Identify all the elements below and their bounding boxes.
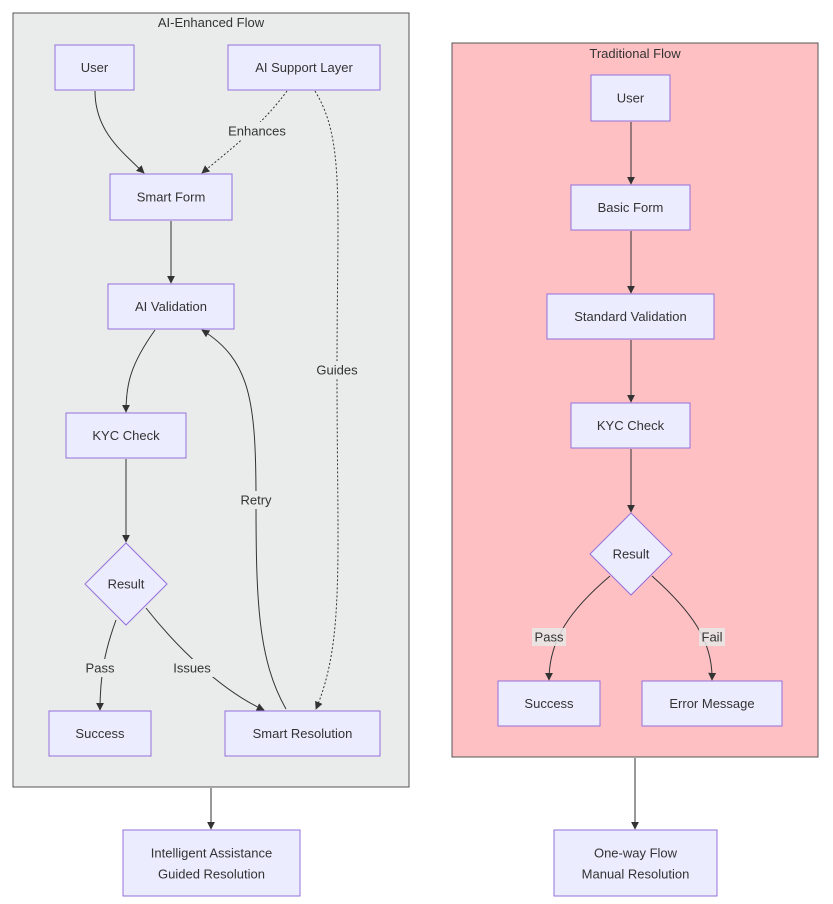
node-ai-success-label: Success: [75, 726, 125, 741]
node-ai-result-label: Result: [108, 577, 145, 592]
traditional-edges: [545, 122, 717, 830]
node-trad-success[interactable]: Success: [497, 680, 601, 727]
edge-label-trad-fail-text: Fail: [702, 630, 723, 645]
edge-label-guides-text: Guides: [316, 363, 358, 378]
node-ai-result[interactable]: Result: [84, 542, 168, 626]
node-ai-smart-resolution[interactable]: Smart Resolution: [224, 710, 381, 757]
node-ai-validation-label: AI Validation: [135, 299, 207, 314]
node-ai-validation[interactable]: AI Validation: [107, 283, 235, 330]
edge-ai-validation-to-kyc: [122, 329, 156, 413]
node-ai-outcome-line1: Intelligent Assistance: [151, 846, 272, 861]
node-trad-error-message-label: Error Message: [669, 696, 754, 711]
node-ai-outcome[interactable]: Intelligent Assistance Guided Resolution: [122, 829, 301, 897]
node-trad-standard-validation-label: Standard Validation: [574, 309, 687, 324]
ai-enhanced-cluster: AI-Enhanced Flow: [12, 12, 410, 788]
traditional-nodes: User Basic Form Standard Validation KYC …: [497, 74, 783, 897]
traditional-cluster-title: Traditional Flow: [589, 46, 681, 61]
node-trad-outcome-line2: Manual Resolution: [582, 867, 690, 882]
edge-label-issues: Issues: [169, 659, 215, 677]
edge-label-issues-text: Issues: [173, 661, 211, 676]
node-trad-standard-validation[interactable]: Standard Validation: [546, 293, 715, 340]
edge-trad-result-to-success: [545, 575, 611, 681]
edge-label-trad-fail: Fail: [699, 628, 725, 646]
node-ai-outcome-line2: Guided Resolution: [158, 867, 265, 882]
node-trad-error-message[interactable]: Error Message: [641, 680, 783, 727]
edge-label-ai-pass-text: Pass: [86, 661, 115, 676]
edge-ai-support-to-smart-resolution: [314, 90, 339, 710]
node-trad-basic-form-label: Basic Form: [598, 200, 664, 215]
node-trad-user[interactable]: User: [590, 74, 671, 122]
node-trad-kyc-check-label: KYC Check: [597, 418, 665, 433]
traditional-edge-labels: Pass Fail: [532, 628, 725, 646]
node-ai-support-layer[interactable]: AI Support Layer: [227, 44, 381, 91]
edge-label-enhances-text: Enhances: [228, 124, 286, 139]
node-ai-user[interactable]: User: [54, 44, 135, 91]
node-trad-result[interactable]: Result: [589, 512, 673, 596]
node-trad-kyc-check[interactable]: KYC Check: [570, 402, 691, 449]
node-trad-user-label: User: [617, 91, 645, 106]
ai-edge-labels: Enhances Guides Retry Pass Issues: [82, 122, 360, 677]
node-ai-smart-form[interactable]: Smart Form: [109, 173, 233, 221]
edge-label-trad-pass-text: Pass: [535, 630, 564, 645]
traditional-cluster: Traditional Flow: [451, 42, 819, 758]
node-trad-success-label: Success: [524, 696, 574, 711]
node-ai-smart-form-label: Smart Form: [137, 190, 206, 205]
edge-label-retry: Retry: [238, 491, 274, 509]
node-trad-outcome-line1: One-way Flow: [594, 846, 678, 861]
node-trad-outcome[interactable]: One-way Flow Manual Resolution: [553, 829, 718, 897]
edge-label-guides: Guides: [314, 361, 360, 379]
edge-ai-user-to-smart-form: [94, 90, 145, 174]
edge-label-enhances: Enhances: [225, 122, 289, 140]
node-ai-user-label: User: [81, 60, 109, 75]
ai-enhanced-cluster-title: AI-Enhanced Flow: [158, 15, 265, 30]
edge-label-ai-pass: Pass: [82, 659, 118, 677]
node-ai-support-layer-label: AI Support Layer: [255, 60, 353, 75]
edge-label-trad-pass: Pass: [532, 628, 566, 646]
edge-trad-result-to-error: [651, 575, 717, 681]
node-trad-basic-form[interactable]: Basic Form: [570, 184, 691, 231]
node-ai-success[interactable]: Success: [48, 710, 152, 757]
node-trad-result-label: Result: [613, 547, 650, 562]
edge-label-retry-text: Retry: [240, 493, 272, 508]
node-ai-smart-resolution-label: Smart Resolution: [253, 726, 353, 741]
ai-nodes: User AI Support Layer Smart Form AI Vali…: [48, 44, 381, 897]
node-ai-kyc-check-label: KYC Check: [92, 428, 160, 443]
node-ai-kyc-check[interactable]: KYC Check: [65, 412, 187, 459]
